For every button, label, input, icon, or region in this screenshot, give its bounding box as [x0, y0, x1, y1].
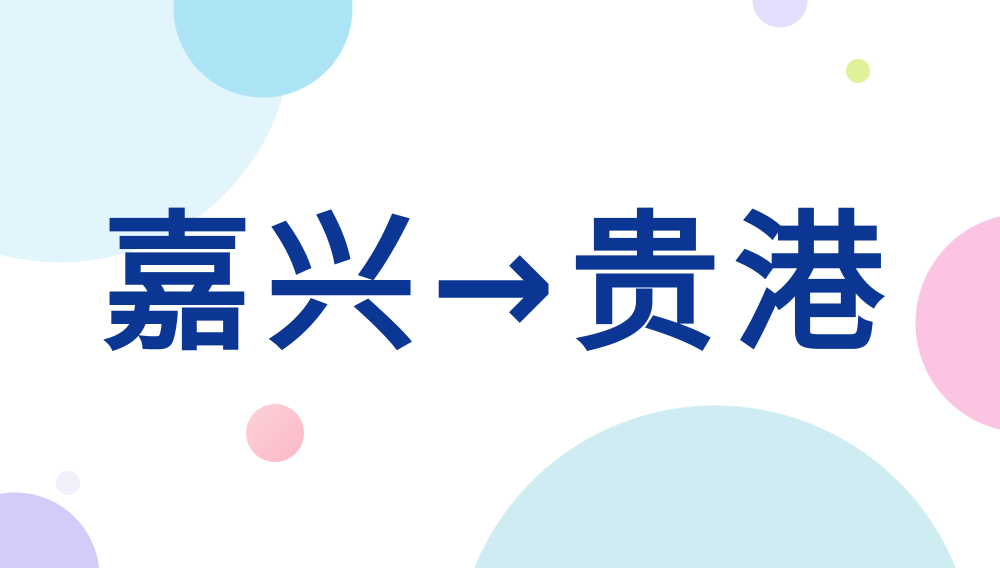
decorative-circle-cyan — [173, 0, 353, 98]
decorative-circle-purple — [0, 492, 100, 568]
decorative-circle-pink — [915, 213, 1000, 433]
decorative-circle-bottom-blue — [455, 405, 975, 568]
route-title: 嘉兴→贵港 — [102, 198, 898, 372]
decorative-dot-lavender — [56, 471, 80, 495]
decorative-dot-green — [846, 59, 870, 83]
decorative-circle-small-pink — [246, 404, 304, 462]
decorative-circle-lavender — [752, 0, 808, 28]
